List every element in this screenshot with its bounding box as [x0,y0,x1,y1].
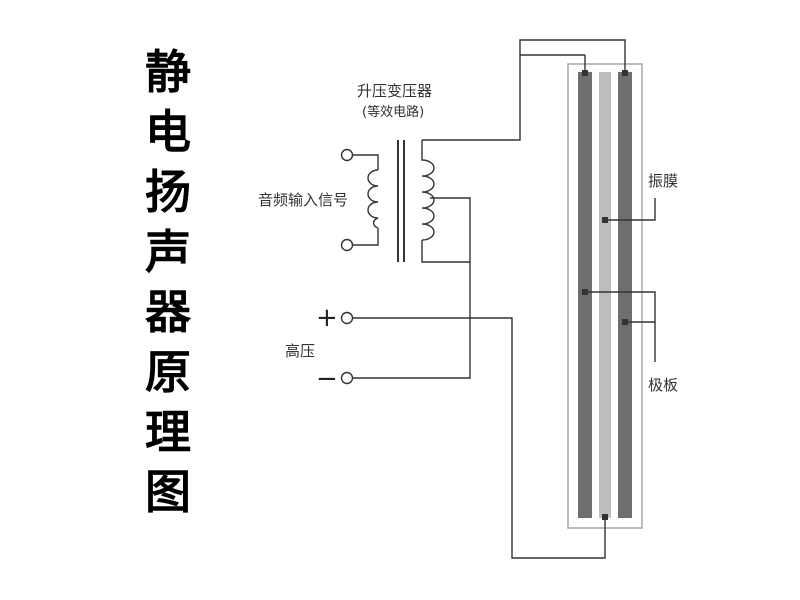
title-char: 理 [145,405,191,459]
high-voltage-label: 高压 [285,342,316,360]
junction-dot [622,70,628,76]
electrode-plate-right [618,72,632,518]
transformer-note: (等效电路) [362,105,425,120]
junction-dot [582,289,588,295]
minus-sign: − [316,364,338,394]
audio-terminal-top [340,148,354,162]
plus-sign: + [316,303,338,333]
diagram-title: 静 电 扬 声 器 原 理 图 [128,42,208,522]
leader-diaphragm [605,198,656,221]
wire-audio-bottom [353,228,379,246]
wire-center-tap [353,197,471,379]
wire-secondary-top [422,39,626,141]
leader-electrode [585,291,656,323]
title-char: 扬 [145,165,191,219]
title-char: 声 [145,225,191,279]
title-char: 器 [145,285,191,339]
hv-terminal-plus [340,311,354,325]
wires [353,39,656,559]
wire-secondary-bottom [421,240,470,263]
wire-audio-top [353,154,379,170]
diaphragm-label: 振膜 [648,172,679,190]
junction-dot [582,70,588,76]
junction-dot [602,514,608,520]
primary-coil [367,169,379,229]
electrode-label: 极板 [648,376,679,394]
title-char: 电 [145,105,191,159]
wire-hv-plus [353,317,606,559]
transformer-label: 升压变压器 [357,82,433,100]
title-char: 静 [145,45,191,99]
junction-dots [582,70,628,520]
junction-dot [622,319,628,325]
title-char: 原 [145,345,191,399]
audio-terminal-bottom [340,238,354,252]
junction-dot [602,217,608,223]
secondary-coil [421,140,435,241]
hv-terminal-minus [340,371,354,385]
diaphragm-membrane [599,72,611,518]
title-char: 图 [145,465,191,519]
audio-input-label: 音频输入信号 [258,191,349,209]
